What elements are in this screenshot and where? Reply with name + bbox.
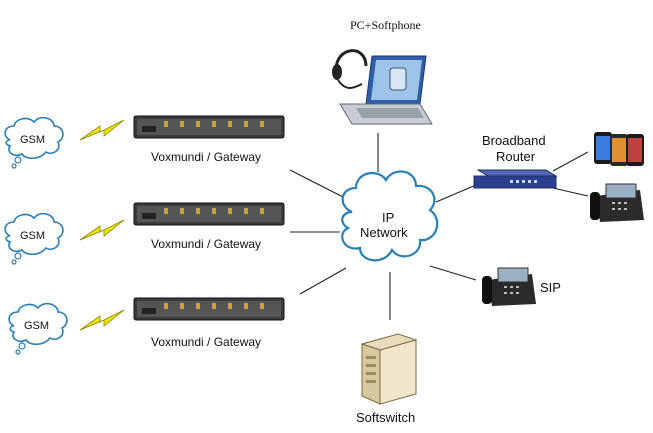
lightning-icon bbox=[79, 219, 125, 241]
ip-network-label-line1: IP bbox=[382, 210, 395, 225]
link-router bbox=[435, 184, 477, 203]
desk-phone-icon bbox=[482, 267, 536, 306]
router-label-line1: Broadband bbox=[482, 133, 546, 148]
cloud-icon bbox=[8, 302, 68, 346]
gateway-label: Voxmundi / Gateway bbox=[151, 237, 262, 251]
lightning-icon bbox=[79, 119, 125, 141]
gsm-label: GSM bbox=[20, 134, 46, 146]
gateway-devices bbox=[133, 115, 285, 321]
smartphones-icon bbox=[594, 132, 644, 166]
lightning-bolts bbox=[79, 119, 125, 331]
link-router-deskphone bbox=[552, 187, 589, 197]
router-icon bbox=[473, 169, 558, 189]
gsm-label: GSM bbox=[24, 320, 50, 332]
sip-label: SIP bbox=[540, 280, 561, 295]
gsm-cloud-tails bbox=[11, 156, 26, 355]
pc-softphone-label: PC+Softphone bbox=[350, 18, 421, 32]
laptop-headset-icon bbox=[332, 49, 433, 125]
gateway-device-icon bbox=[133, 202, 285, 226]
link-gateway-3 bbox=[299, 267, 347, 295]
ip-network-label-line2: Network bbox=[360, 225, 408, 240]
gateway-label: Voxmundi / Gateway bbox=[151, 335, 262, 349]
server-icon bbox=[360, 333, 418, 405]
gateway-device-icon bbox=[133, 115, 285, 139]
cloud-icon bbox=[4, 212, 64, 256]
link-sip bbox=[429, 265, 477, 281]
link-gateway-1 bbox=[289, 169, 346, 199]
gsm-clouds bbox=[4, 116, 68, 346]
lightning-icon bbox=[79, 309, 125, 331]
gateway-label: Voxmundi / Gateway bbox=[151, 150, 262, 164]
softswitch-label: Softswitch bbox=[356, 410, 416, 425]
router-label-line2: Router bbox=[496, 149, 536, 164]
gsm-label: GSM bbox=[20, 230, 46, 242]
cloud-icon bbox=[4, 116, 64, 160]
cloud-icon bbox=[341, 170, 439, 262]
gateway-device-icon bbox=[133, 297, 285, 321]
desk-phone-icon bbox=[590, 183, 644, 222]
link-router-phones bbox=[552, 151, 589, 172]
connection-lines bbox=[289, 133, 589, 320]
